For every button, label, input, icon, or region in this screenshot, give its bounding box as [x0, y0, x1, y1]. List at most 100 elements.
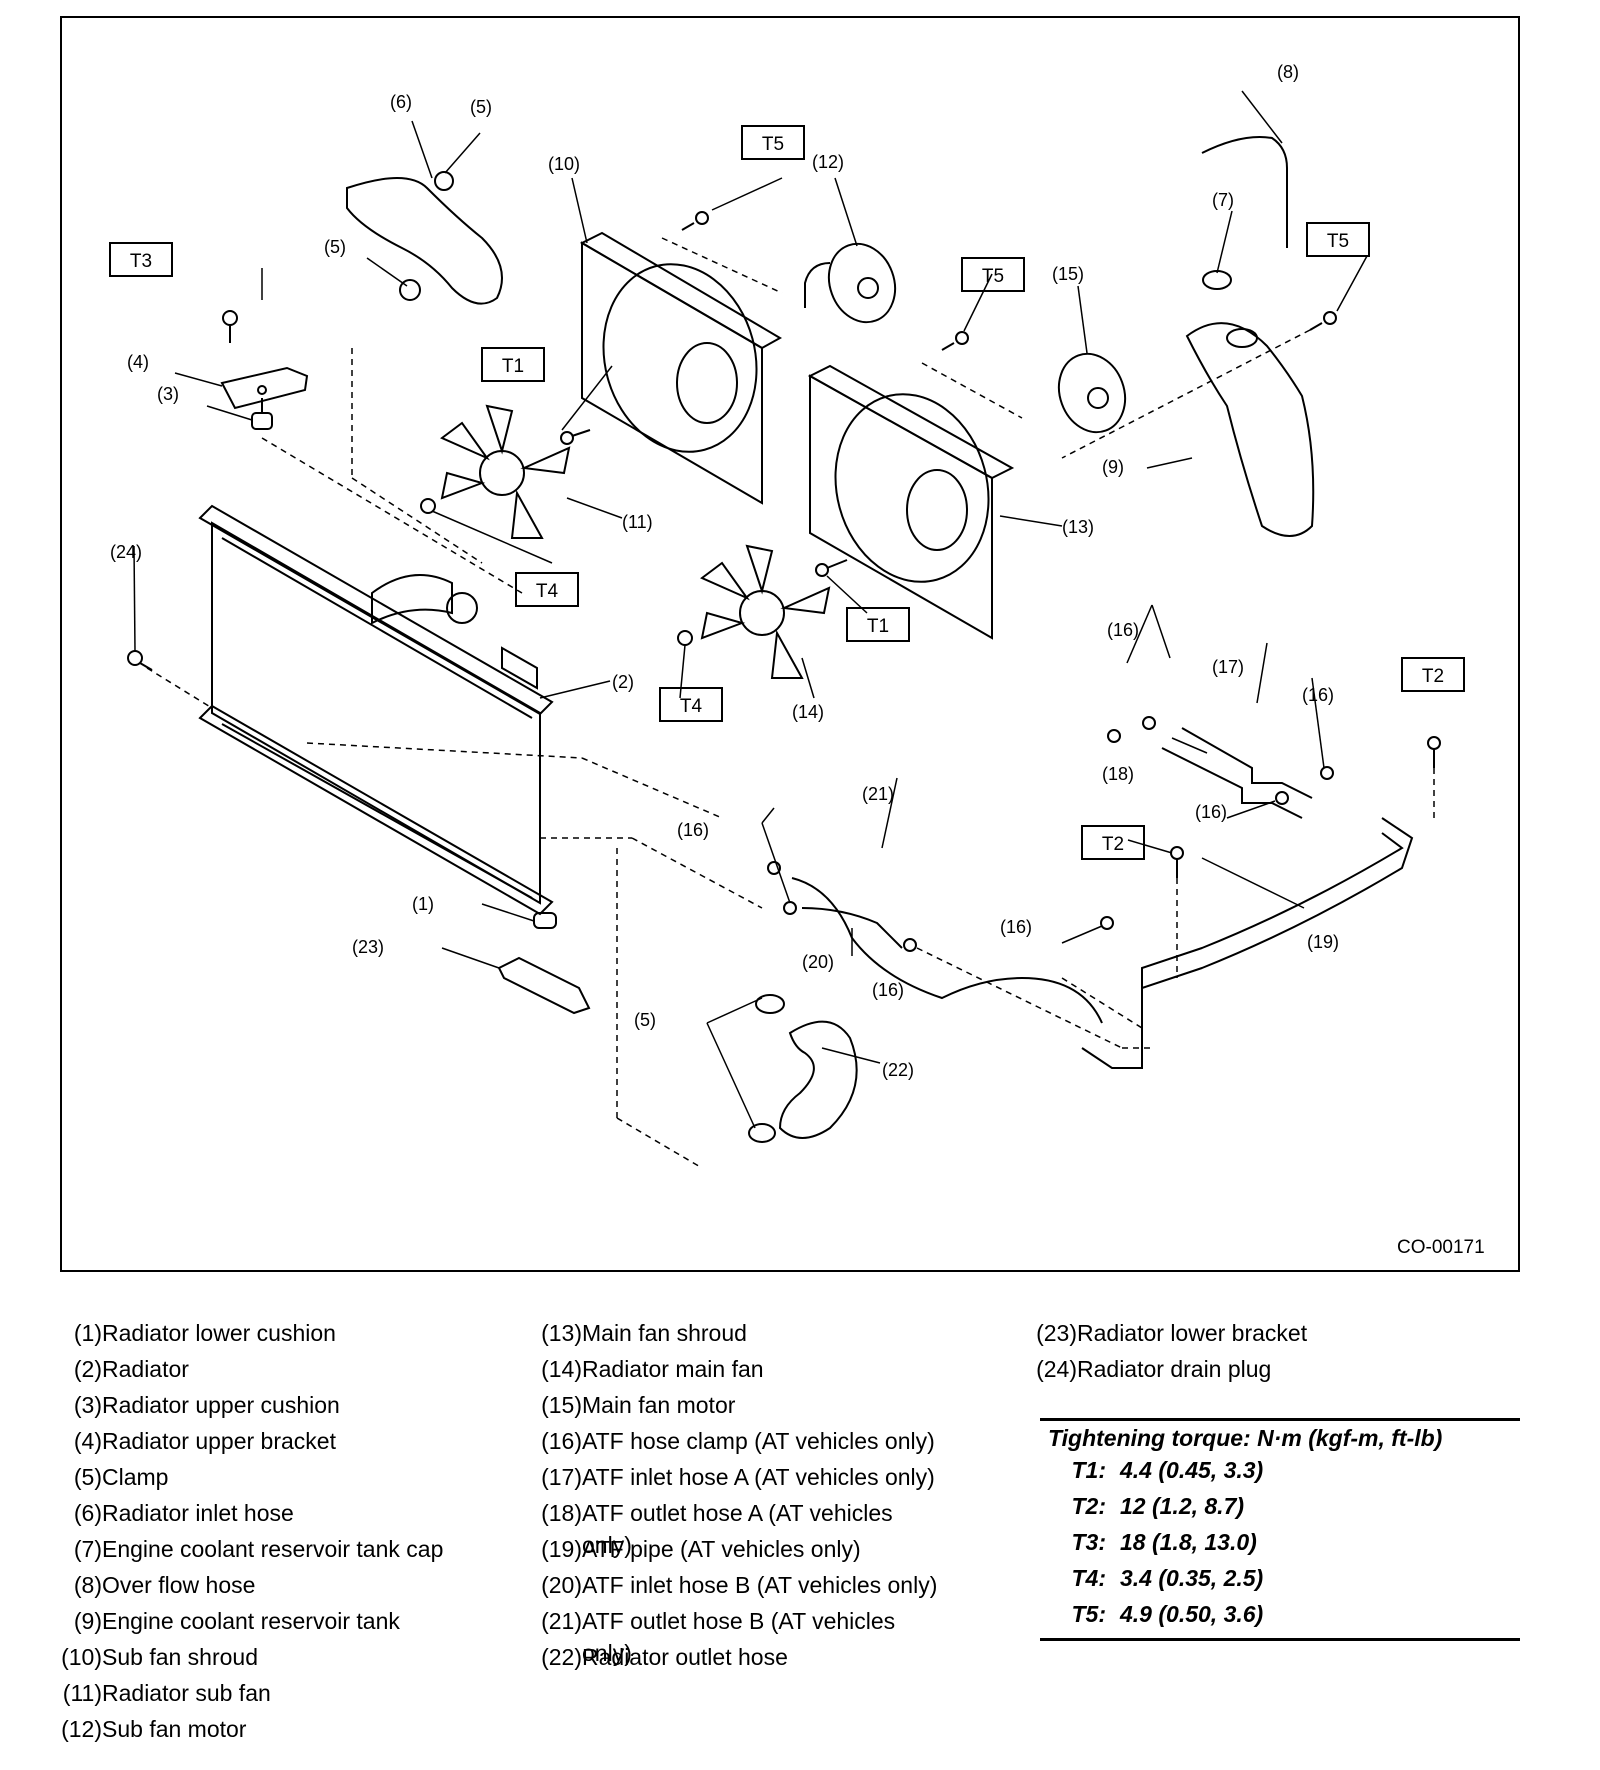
legend-item-number: (10) [61, 1644, 102, 1670]
legend-item: (12)Sub fan motor [30, 1711, 540, 1747]
torque-key: T1: [1071, 1457, 1107, 1483]
callout-leaders [133, 90, 1368, 1129]
callout-16d: (16) [1107, 620, 1139, 640]
callout-10: (10) [548, 154, 580, 174]
legend-item-number: (2) [73, 1356, 102, 1382]
callout-5c: (5) [634, 1010, 656, 1030]
legend-item: (3)Radiator upper cushion [30, 1387, 540, 1423]
legend-item-text: Over flow hose [102, 1572, 256, 1598]
callout-11: (11) [622, 512, 653, 532]
lower-bracket-part [497, 912, 591, 1015]
torque-key: T4: [1071, 1565, 1107, 1591]
legend-item-number: (15) [541, 1392, 582, 1418]
legend-item-text: Radiator [102, 1356, 189, 1382]
legend-item: (14)Radiator main fan [510, 1351, 1030, 1387]
callout-20: (20) [802, 952, 834, 972]
torque-row: T4:3.4 (0.35, 2.5) [1040, 1560, 1520, 1596]
legend-item-number: (16) [541, 1428, 582, 1454]
legend-item-text-cont: only) [582, 1532, 632, 1558]
torque-top-rule [1040, 1418, 1520, 1421]
legend-item-text: Radiator lower bracket [1077, 1320, 1308, 1346]
legend-item: (13)Main fan shroud [510, 1315, 1030, 1351]
inlet-hose-part [346, 171, 503, 305]
legend-item-text: ATF hose clamp (AT vehicles only) [582, 1428, 935, 1454]
callout-16f: (16) [1195, 802, 1227, 822]
legend-item-number: (12) [61, 1716, 102, 1742]
legend-item: (10)Sub fan shroud [30, 1639, 540, 1675]
callout-19: (19) [1307, 932, 1339, 952]
upper-bracket-part [220, 366, 309, 430]
callout-13: (13) [1062, 517, 1094, 537]
legend-item-text: Radiator inlet hose [102, 1500, 294, 1526]
legend-item-text: Main fan shroud [582, 1320, 747, 1346]
legend-item-text: Main fan motor [582, 1392, 736, 1418]
torque-tags [109, 125, 1465, 860]
legend-item: (9)Engine coolant reservoir tank [30, 1603, 540, 1639]
callout-2: (2) [612, 672, 634, 692]
legend-item-number: (19) [541, 1536, 582, 1562]
legend-item: (4)Radiator upper bracket [30, 1423, 540, 1459]
callout-5b: (5) [324, 237, 346, 257]
legend-item: (8)Over flow hose [30, 1567, 540, 1603]
exploded-view-diagram: (6) (5) (5) (4) (3) (10) (12) (15) (7) (… [109, 62, 1485, 1258]
atf-pipe [1081, 817, 1414, 1069]
legend-item-number: (7) [73, 1536, 102, 1562]
radiator-part [198, 504, 554, 916]
callout-1: (1) [412, 894, 434, 914]
callout-6: (6) [390, 92, 412, 112]
legend-item: (15)Main fan motor [510, 1387, 1030, 1423]
torque-row: T3:18 (1.8, 13.0) [1040, 1524, 1520, 1560]
torque-value: 12 (1.2, 8.7) [1120, 1493, 1245, 1519]
legend-item-number: (11) [62, 1680, 102, 1706]
legend-item: (6)Radiator inlet hose [30, 1495, 540, 1531]
legend-item-text: ATF inlet hose B (AT vehicles only) [582, 1572, 938, 1598]
sub-fan-shroud-part [579, 231, 783, 505]
callout-4: (4) [127, 352, 149, 372]
legend-item-text: Radiator upper cushion [102, 1392, 340, 1418]
atf-outlet-hose-b [791, 877, 1103, 1024]
atf-hose-clamps [767, 716, 1334, 952]
legend-item-text: Radiator main fan [582, 1356, 764, 1382]
outlet-hose-part [778, 1020, 858, 1139]
bolt-t1-left [560, 429, 591, 445]
callout-14: (14) [792, 702, 824, 722]
bolt-t4-left [420, 498, 436, 514]
callout-12: (12) [812, 152, 844, 172]
legend-item-number: (3) [73, 1392, 102, 1418]
callout-3: (3) [157, 384, 179, 404]
diagram-code: CO-00171 [1397, 1237, 1485, 1258]
tag-t5-left: T5 [762, 134, 784, 155]
legend-item: (7)Engine coolant reservoir tank cap [30, 1531, 540, 1567]
bolt-t1-right [815, 559, 848, 577]
legend-item: (5)Clamp [30, 1459, 540, 1495]
sub-fan-blades [440, 404, 571, 539]
legend-item-number: (8) [73, 1572, 102, 1598]
torque-value: 4.9 (0.50, 3.6) [1120, 1601, 1264, 1627]
callout-22: (22) [882, 1060, 914, 1080]
main-fan-motor-part [1057, 352, 1127, 434]
callout-15: (15) [1052, 264, 1084, 284]
legend-item: (1)Radiator lower cushion [30, 1315, 540, 1351]
legend-item: (19)ATF pipe (AT vehicles only) [510, 1531, 1030, 1567]
legend-item-number: (20) [541, 1572, 582, 1598]
legend-item-text: Radiator outlet hose [582, 1644, 788, 1670]
legend-item-number: (1) [73, 1320, 102, 1346]
torque-key: T5: [1071, 1601, 1107, 1627]
legend-item: (18)ATF outlet hose A (AT vehicles [510, 1495, 1030, 1531]
drain-plug [127, 650, 153, 671]
legend-item-text: Radiator drain plug [1077, 1356, 1272, 1382]
callout-8: (8) [1277, 62, 1299, 82]
callout-16a: (16) [677, 820, 709, 840]
torque-key: T2: [1071, 1493, 1107, 1519]
bolt-t2-upper [1427, 736, 1441, 768]
legend-item-number: (22) [541, 1644, 582, 1670]
torque-row: T1:4.4 (0.45, 3.3) [1040, 1452, 1520, 1488]
legend-item-number: (17) [541, 1464, 582, 1490]
leader-lines [146, 237, 1435, 1169]
callout-21: (21) [862, 784, 894, 804]
legend-item: (2)Radiator [30, 1351, 540, 1387]
legend-item-text: Sub fan shroud [102, 1644, 259, 1670]
tag-t5-right: T5 [1327, 231, 1349, 252]
bolt-t4-right [677, 630, 693, 646]
legend-item-text: Clamp [102, 1464, 169, 1490]
